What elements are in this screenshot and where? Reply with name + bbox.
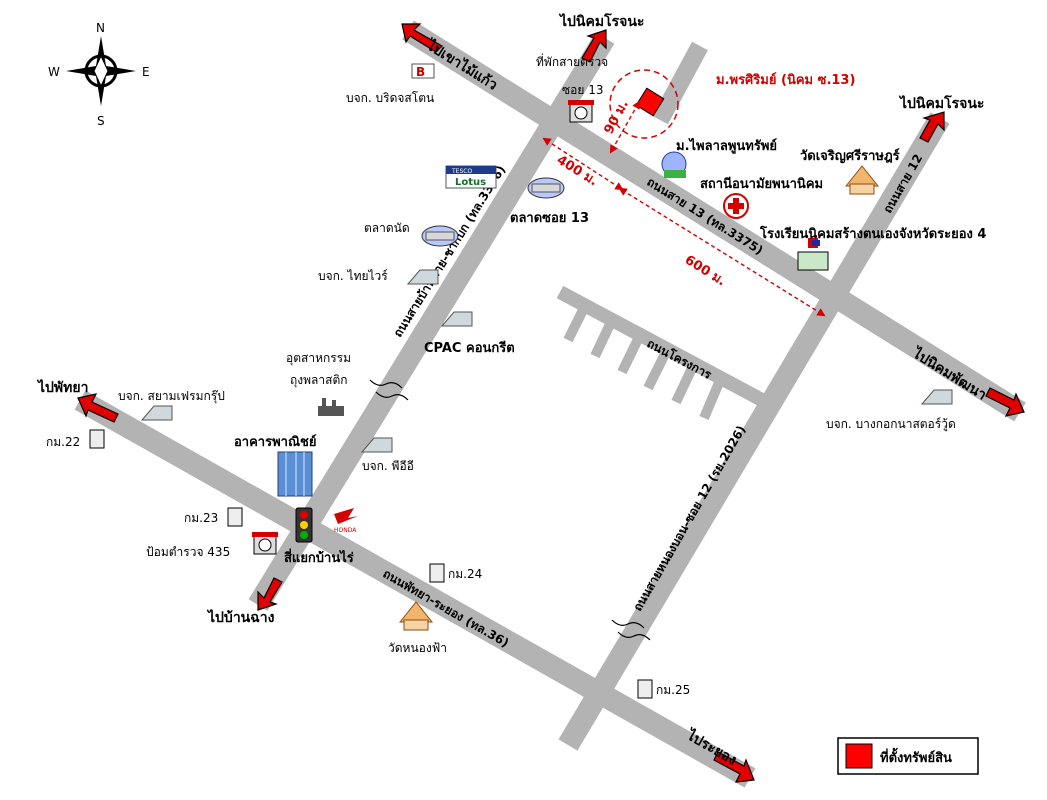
label-market13: ตลาดซอย 13 bbox=[510, 211, 589, 226]
label-thaiwire: บจก. ไทยไวร์ bbox=[318, 269, 388, 283]
km-post-icon bbox=[429, 563, 445, 583]
svg-text:B: B bbox=[416, 65, 425, 79]
road-left-vertical bbox=[248, 32, 615, 611]
label-police435: ป้อมตำรวจ 435 bbox=[146, 545, 230, 559]
road-right-vertical bbox=[558, 112, 950, 751]
road-break-symbol bbox=[369, 379, 651, 641]
label-market-nat: ตลาดนัด bbox=[364, 221, 410, 235]
red-square-marker bbox=[635, 87, 665, 117]
label-soi13: ซอย 13 bbox=[562, 83, 603, 97]
road-label-36: ถนนพัทยา-ระยอง (ทล.36) bbox=[381, 566, 512, 650]
market13-icon bbox=[527, 177, 565, 199]
label-temple1: วัดเจริญศรีราษฎร์ bbox=[800, 148, 900, 164]
distance-markers bbox=[542, 100, 826, 317]
label-km23: กม.23 bbox=[184, 511, 218, 525]
dest-left: ไปพัทยา bbox=[36, 378, 88, 396]
legend-label: ที่ตั้งทรัพย์สิน bbox=[880, 747, 952, 766]
label-village: ม.ไพลาลพูนทรัพย์ bbox=[676, 137, 777, 154]
label-school: โรงเรียนนิคมสร้างตนเองจังหวัดระยอง 4 bbox=[759, 225, 986, 242]
market-icon bbox=[421, 225, 459, 247]
lotus-name: Lotus bbox=[455, 177, 486, 188]
police-box-icon bbox=[568, 100, 594, 123]
school-icon bbox=[797, 238, 829, 271]
label-police-box: ที่พักสายตรวจ bbox=[536, 53, 608, 69]
compass-n: N bbox=[96, 21, 105, 35]
arrow-left bbox=[77, 393, 119, 423]
label-health: สถานีอนามัยพนานิคม bbox=[700, 176, 823, 192]
label-temple2: วัดหนองฟ้า bbox=[388, 641, 447, 655]
road-secondary-top bbox=[652, 41, 708, 125]
village-icon bbox=[661, 151, 687, 178]
distance-line-600 bbox=[618, 187, 826, 317]
factory-icon bbox=[440, 311, 473, 327]
arrow-bottom-left bbox=[257, 577, 283, 611]
temple-icon bbox=[844, 165, 880, 195]
label-km24: กม.24 bbox=[448, 567, 482, 581]
dest-top-center: ไปนิคมโรจนะ bbox=[558, 12, 644, 30]
traffic-light-icon bbox=[295, 507, 313, 543]
label-intersection: สี่แยกบ้านไร่ bbox=[284, 548, 354, 566]
compass-rose: N S E W bbox=[48, 21, 150, 128]
legend: ที่ตั้งทรัพย์สิน bbox=[837, 737, 979, 775]
road-pattaya-rayong bbox=[74, 390, 756, 788]
label-siam: บจก. สยามเฟรมกรุ๊ป bbox=[118, 389, 225, 404]
project-side-streets bbox=[563, 303, 726, 420]
distance-600: 600 ม. bbox=[682, 253, 728, 290]
label-pe: บจก. พีอีอี bbox=[362, 459, 414, 473]
honda-name: HONDA bbox=[334, 527, 357, 534]
health-icon bbox=[723, 193, 749, 219]
label-km22: กม.22 bbox=[46, 435, 80, 449]
arrow-top-center bbox=[581, 29, 607, 63]
distance-90: 90 ม. bbox=[602, 98, 632, 137]
lotus-brand: TESCO bbox=[451, 168, 472, 175]
road-project bbox=[556, 285, 766, 407]
factory-icon bbox=[360, 437, 393, 453]
dest-bottom-left: ไปบ้านฉาง bbox=[206, 608, 275, 626]
factory-icon bbox=[920, 389, 953, 405]
property-name: ม.พรศิริมย์ (นิคม ซ.13) bbox=[716, 72, 855, 88]
factory-chimney-icon bbox=[318, 398, 344, 416]
factory-icon bbox=[140, 405, 173, 421]
police-box-icon bbox=[252, 532, 278, 555]
km-post-icon bbox=[89, 429, 105, 449]
label-cpac: CPAC คอนกรีต bbox=[424, 340, 515, 356]
label-plastic-2: ถุงพลาสติก bbox=[290, 373, 348, 388]
label-commercial: อาคารพาณิชย์ bbox=[234, 434, 316, 450]
temple-icon bbox=[398, 601, 434, 631]
direction-arrows bbox=[77, 23, 1025, 783]
label-km25: กม.25 bbox=[656, 683, 690, 697]
road-network bbox=[74, 20, 1026, 788]
arrow-bottom-right bbox=[713, 751, 755, 783]
compass-w: W bbox=[48, 65, 60, 79]
arrow-right bbox=[985, 387, 1025, 417]
label-bridgestone: บจก. บริดจสโตน bbox=[346, 91, 434, 105]
dest-top-right: ไปนิคมโรจนะ bbox=[898, 94, 984, 112]
factory-icon bbox=[406, 269, 439, 285]
lotus-logo-icon: TESCO Lotus bbox=[445, 165, 497, 189]
compass-e: E bbox=[142, 65, 150, 79]
km-post-icon bbox=[637, 679, 653, 699]
km-post-icon bbox=[227, 507, 243, 527]
label-plastic-1: อุตสาหกรรม bbox=[286, 351, 351, 366]
compass-s: S bbox=[97, 114, 105, 128]
property-marker bbox=[609, 69, 679, 139]
road-label-2026: ถนนสายหนองบอน-ซอย 12 (รย.2026) bbox=[630, 423, 748, 613]
bridgestone-icon: B bbox=[411, 63, 435, 79]
distance-line-400 bbox=[542, 137, 624, 191]
label-bangkok-nas: บจก. บางกอกนาสตอร์วู้ด bbox=[826, 417, 956, 432]
legend-marker-swatch bbox=[845, 743, 873, 769]
arrow-top-left bbox=[401, 23, 443, 53]
arrow-top-right bbox=[919, 111, 945, 143]
building-icon bbox=[277, 451, 313, 497]
honda-logo-icon: HONDA bbox=[334, 508, 358, 534]
